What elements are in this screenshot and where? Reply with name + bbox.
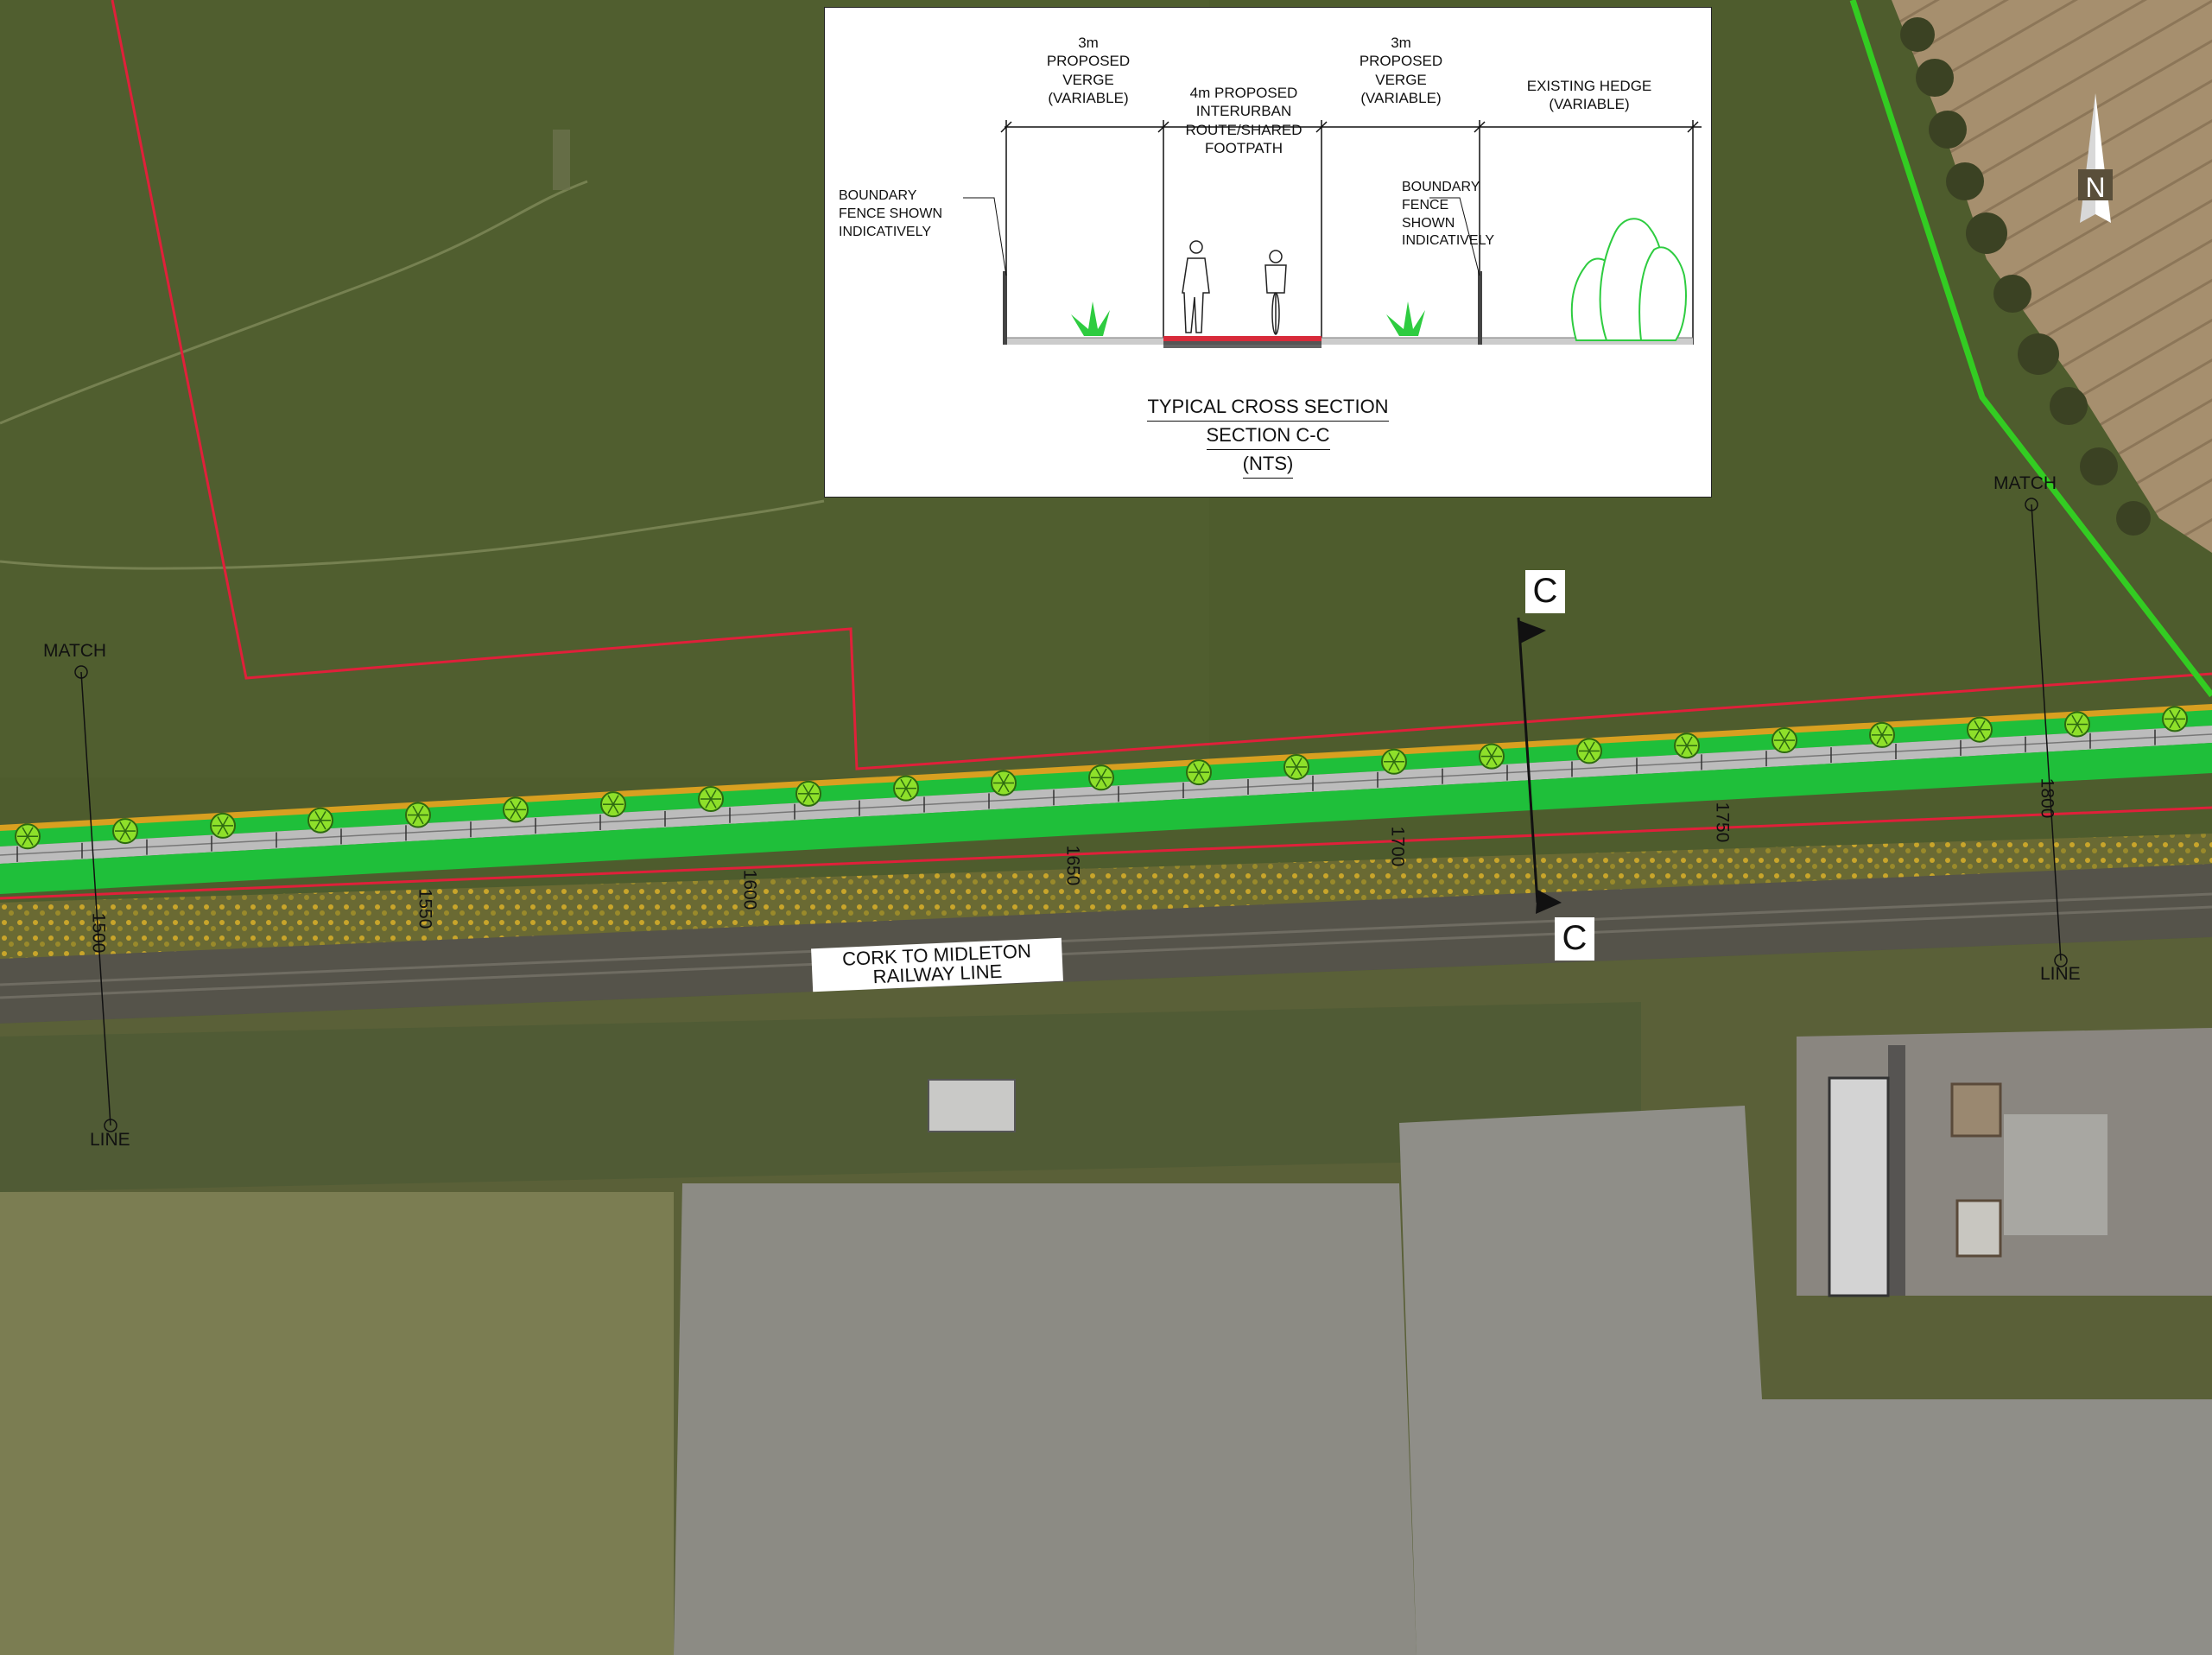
- tree-icon: [1479, 743, 1505, 770]
- chainage-label: 1750: [1712, 802, 1733, 843]
- tree-icon: [307, 807, 333, 834]
- hedge-icon: [1570, 218, 1687, 341]
- boundary-fence-right: [1478, 271, 1482, 345]
- tree-line: [1900, 17, 2151, 536]
- railway-corridor: [0, 864, 2212, 1024]
- tree-icon: [698, 786, 724, 813]
- section-marker-south: C: [1555, 917, 1594, 961]
- chainage-label: 1550: [415, 888, 435, 929]
- section-line: [1517, 617, 1539, 904]
- tree-icon: [991, 770, 1017, 796]
- tree-icon: [1967, 716, 1993, 743]
- cyclist-icon: [1264, 250, 1287, 335]
- crop-field: [1892, 0, 2212, 553]
- pedestrian-icon: [1182, 240, 1210, 333]
- warehouse-shadow: [1888, 1045, 1905, 1296]
- cross-section-drawing: [963, 120, 1702, 348]
- path-surface: [1163, 336, 1321, 341]
- tree-icon: [1381, 748, 1407, 775]
- gorse-strip: [0, 834, 2212, 967]
- small-building: [1950, 1082, 2002, 1138]
- cross-section-title: TYPICAL CROSS SECTION SECTION C-C (NTS): [825, 393, 1711, 479]
- scrub: [0, 1002, 1641, 1192]
- grass-icon: [1071, 301, 1425, 336]
- tree-icon: [1674, 732, 1700, 759]
- green-boundary-line: [1849, 0, 2212, 698]
- tree-icon: [405, 802, 431, 828]
- chainage-ticks: [16, 729, 2156, 862]
- section-arrow-south: [1536, 890, 1562, 914]
- tree-icon: [1869, 721, 1895, 748]
- tree-icon: [1088, 764, 1114, 791]
- north-arrow-icon: N: [2078, 93, 2113, 223]
- boundary-fence-left: [1003, 271, 1007, 345]
- red-boundary-line: [111, 0, 2212, 770]
- tree-icon: [2064, 711, 2090, 738]
- match-line-left-bottom: LINE: [90, 1130, 130, 1150]
- chainage-label: 1500: [88, 912, 109, 954]
- tree-row: [15, 706, 2188, 850]
- gravel-area: [1399, 1106, 2212, 1655]
- small-building: [1955, 1199, 2002, 1258]
- match-line-left: [80, 671, 111, 1126]
- section-marker-north: C: [1525, 570, 1565, 613]
- tree-icon: [503, 796, 529, 823]
- field-track: [0, 499, 825, 570]
- match-line-right-bottom: LINE: [2040, 964, 2081, 984]
- pylon: [553, 130, 570, 190]
- tree-icon: [600, 791, 626, 818]
- chainage-label: 1650: [1062, 845, 1083, 886]
- field-track: [0, 180, 588, 425]
- match-line-left-top: MATCH: [43, 641, 107, 661]
- match-line-right-top: MATCH: [1993, 473, 2057, 493]
- tree-icon: [210, 812, 236, 839]
- warehouse: [1828, 1076, 1890, 1297]
- gravel-area: [674, 1183, 1417, 1655]
- tree-icon: [112, 818, 138, 845]
- concrete-pad: [2004, 1114, 2107, 1235]
- red-boundary-line: [0, 806, 2212, 900]
- tree-icon: [2162, 706, 2188, 732]
- tree-icon: [893, 775, 919, 802]
- tree-icon: [1576, 738, 1602, 764]
- shed: [928, 1079, 1016, 1132]
- chainage-label: 1700: [1387, 826, 1408, 867]
- chainage-label: 1600: [739, 869, 760, 910]
- tree-icon: [1186, 759, 1212, 786]
- north-letter: N: [2085, 172, 2105, 203]
- chainage-label: 1800: [2037, 777, 2057, 819]
- tree-icon: [1283, 753, 1309, 780]
- section-arrow-north: [1518, 620, 1546, 644]
- tree-icon: [795, 780, 821, 807]
- dim-label-hedge: EXISTING HEDGE(VARIABLE): [1526, 78, 1652, 113]
- tree-icon: [15, 823, 41, 850]
- grass-lower-left: [0, 1192, 674, 1655]
- match-line-right: [2031, 504, 2062, 961]
- tree-icon: [1772, 727, 1797, 754]
- proposed-verge-south: [0, 743, 2212, 894]
